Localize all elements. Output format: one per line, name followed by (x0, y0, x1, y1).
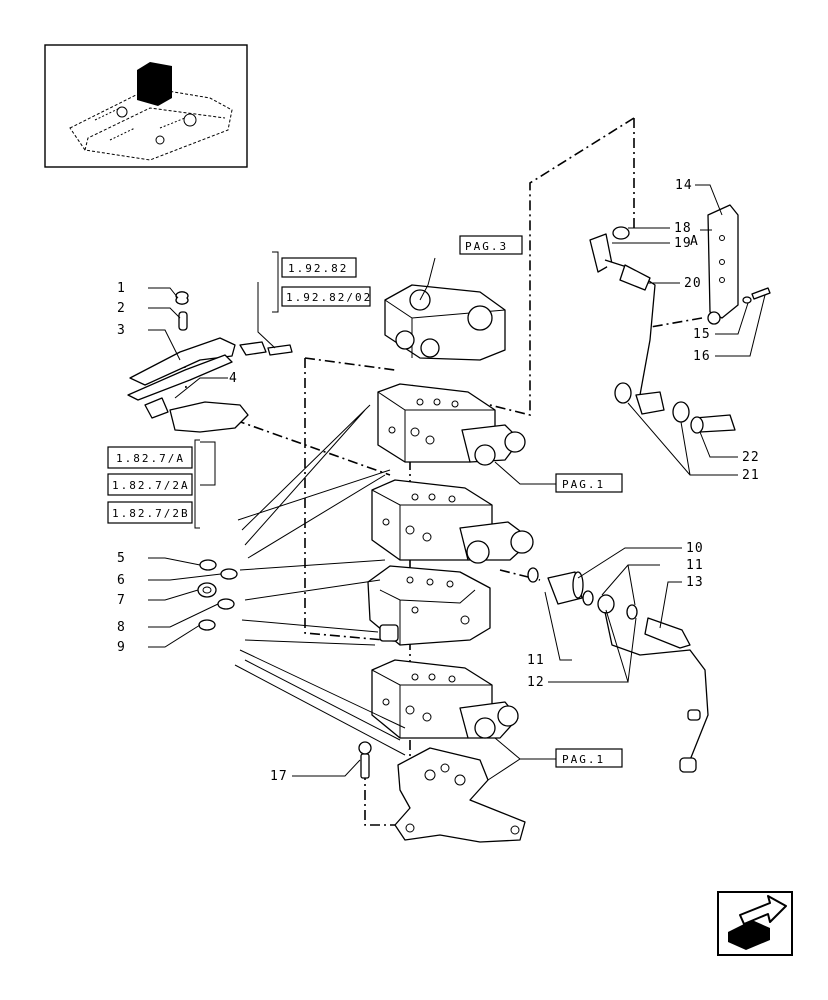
callout-20[interactable]: 20 (684, 276, 702, 291)
reference-point-a: A (690, 234, 699, 249)
svg-text:1.82.7/A: 1.82.7/A (116, 452, 185, 465)
page-reference-boxes: PAG.3 PAG.1 PAG.1 (459, 235, 623, 768)
bolt-17 (358, 741, 372, 779)
page-ref-pag1-upper[interactable]: PAG.1 (555, 473, 623, 493)
callout-21[interactable]: 21 (742, 468, 760, 483)
control-valve-section-3 (367, 565, 491, 646)
callout-13[interactable]: 13 (686, 575, 704, 590)
location-thumbnail (44, 44, 248, 168)
callout-15[interactable]: 15 (693, 327, 711, 342)
callout-1[interactable]: 1 (117, 281, 126, 296)
svg-text:1.92.82: 1.92.82 (288, 262, 348, 275)
section-ref-1-92-82[interactable]: 1.92.82 (281, 257, 357, 278)
next-page-button[interactable] (717, 891, 793, 956)
callout-labels: 1 2 3 4 5 6 7 8 9 10 11 11 12 13 14 15 1… (117, 178, 760, 784)
pipe-fittings-lower (527, 567, 709, 773)
callout-6[interactable]: 6 (117, 573, 126, 588)
callout-7[interactable]: 7 (117, 593, 126, 608)
callout-22[interactable]: 22 (742, 450, 760, 465)
callout-18[interactable]: 18 (674, 221, 692, 236)
callout-11-upper[interactable]: 11 (686, 558, 704, 573)
part-1-clip (175, 291, 189, 305)
section-ref-1-82-7-2a[interactable]: 1.82.7/2A (107, 473, 193, 496)
callout-5[interactable]: 5 (117, 551, 126, 566)
callout-3[interactable]: 3 (117, 323, 126, 338)
page-ref-pag1-lower[interactable]: PAG.1 (555, 748, 623, 768)
control-valve-section-2 (371, 479, 534, 564)
svg-text:1.82.7/2B: 1.82.7/2B (112, 507, 190, 520)
next-page-arrow-icon (728, 895, 787, 950)
part-2-pin (178, 311, 188, 331)
section-ref-1-82-7-2b[interactable]: 1.82.7/2B (107, 501, 193, 524)
section-reference-boxes: 1.92.82 1.92.82/02 1.82.7/A 1.82.7/2A 1.… (107, 251, 372, 529)
callout-9[interactable]: 9 (117, 640, 126, 655)
callout-8[interactable]: 8 (117, 620, 126, 635)
callout-4[interactable]: 4 (229, 371, 238, 386)
hydraulic-lift-thumbnail-icon (69, 62, 233, 161)
control-valve-section-1 (377, 383, 526, 466)
svg-text:1.92.82/02: 1.92.82/02 (286, 291, 372, 304)
callout-16[interactable]: 16 (693, 349, 711, 364)
callout-11-lower[interactable]: 11 (527, 653, 545, 668)
valve-end-cover (384, 284, 506, 361)
pipe-fittings-upper (589, 204, 771, 434)
control-valve-section-4 (371, 659, 519, 739)
callout-17[interactable]: 17 (270, 769, 288, 784)
svg-text:1.82.7/2A: 1.82.7/2A (112, 479, 190, 492)
callout-2[interactable]: 2 (117, 301, 126, 316)
callout-12[interactable]: 12 (527, 675, 545, 690)
callout-10[interactable]: 10 (686, 541, 704, 556)
page-ref-pag3[interactable]: PAG.3 (459, 235, 523, 255)
leader-lines (148, 184, 766, 781)
seal-rings (197, 559, 238, 631)
section-ref-1-82-7-a[interactable]: 1.82.7/A (107, 446, 193, 469)
svg-text:PAG.1: PAG.1 (562, 753, 605, 766)
svg-text:PAG.1: PAG.1 (562, 478, 605, 491)
callout-14[interactable]: 14 (675, 178, 693, 193)
part-4-bracket (169, 401, 249, 433)
part-3-lever (129, 337, 236, 386)
callout-19[interactable]: 19 (674, 236, 692, 251)
section-ref-1-92-82-02[interactable]: 1.92.82/02 (281, 286, 372, 307)
linkage-parts (127, 291, 293, 433)
svg-text:PAG.3: PAG.3 (465, 240, 508, 253)
valve-base-plate (394, 747, 526, 843)
